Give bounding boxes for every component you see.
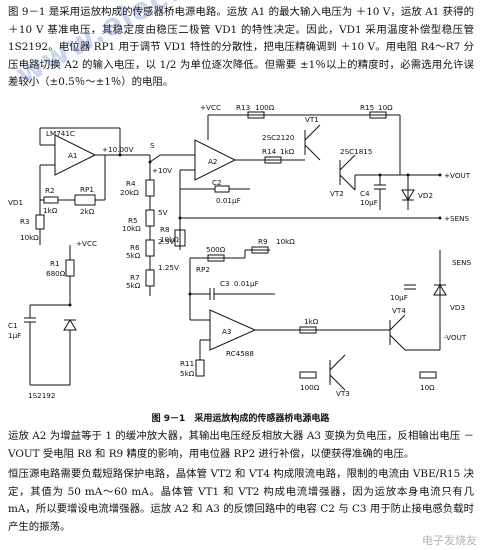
label-r9: R9 xyxy=(258,237,268,246)
label-r13-value: 100Ω xyxy=(255,103,275,112)
label-vcc2: +VCC xyxy=(200,103,221,112)
label-r3: R3 xyxy=(20,217,30,226)
label-r8: R8 xyxy=(160,225,170,234)
label-r7: R7 xyxy=(130,273,140,282)
label-10v-out: +10.00V xyxy=(102,145,134,154)
label-r13: R13 xyxy=(236,103,250,112)
figure-caption: 图 9－1 采用运放构成的传感器桥电源电路 xyxy=(151,414,330,424)
label-2sc1815: 2SC1815 xyxy=(340,147,372,156)
label-vt4: VT4 xyxy=(392,306,406,315)
label-r6-value: 5kΩ xyxy=(126,251,141,260)
label-2-5v: 2.5V xyxy=(158,237,174,246)
label-r8-value: 10kΩ xyxy=(160,235,179,244)
label-r15: R15 xyxy=(360,103,374,112)
paragraph-a2: 运放 A2 为增益等于 1 的缓冲放大器，其输出电压经反相放大器 A3 变换为负… xyxy=(8,428,474,463)
label-c3-value: 0.01μF xyxy=(234,279,259,288)
label-vout-neg: -VOUT xyxy=(444,333,467,342)
circuit-diagram: LM741C A1 +10.00V S +10V R4 20kΩ 5V R5 1… xyxy=(8,103,471,400)
label-r4: R4 xyxy=(126,179,136,188)
label-rp2-value: 500Ω xyxy=(206,245,226,254)
label-switch: S xyxy=(150,141,155,150)
label-rp1-value: 2kΩ xyxy=(80,207,95,216)
paragraph-protection-text: 恒压源电路需要负载短路保护电路，晶体管 VT2 和 VT4 构成限流电路，限制的… xyxy=(8,468,474,533)
label-vcc1: +VCC xyxy=(76,239,97,248)
label-rp1: RP1 xyxy=(80,185,94,194)
label-r14-value: 1kΩ xyxy=(280,147,295,156)
label-2sc2120: 2SC2120 xyxy=(262,133,295,142)
label-a1: A1 xyxy=(68,151,78,160)
label-c3: C3 xyxy=(220,279,230,288)
label-r15-value: 10Ω xyxy=(378,103,393,112)
label-r2-value: 1kΩ xyxy=(43,206,58,215)
label-r14: R14 xyxy=(262,147,277,156)
label-r12-100: 100Ω xyxy=(300,383,320,392)
label-r1: R1 xyxy=(50,259,60,268)
label-c2-value: 0.01μF xyxy=(216,196,241,205)
label-r5: R5 xyxy=(128,216,138,225)
label-r2: R2 xyxy=(45,186,55,195)
label-r1-value: 680Ω xyxy=(46,269,66,278)
label-c2: C2 xyxy=(212,178,222,187)
label-vd1: VD1 xyxy=(8,198,23,207)
label-r12-value: 10Ω xyxy=(420,383,435,392)
paragraph-protection: 恒压源电路需要负载短路保护电路，晶体管 VT2 和 VT4 构成限流电路，限制的… xyxy=(8,466,474,536)
label-vout: +VOUT xyxy=(444,171,471,180)
site-logo: 电子发烧友 xyxy=(422,534,477,547)
label-r3-value: 10kΩ xyxy=(20,233,39,242)
label-vd2: VD2 xyxy=(418,191,433,200)
label-1-25v: 1.25V xyxy=(158,263,179,272)
label-10v: +10V xyxy=(152,166,172,175)
label-r4-value: 20kΩ xyxy=(120,188,139,197)
label-c10uf: 10μF xyxy=(390,293,408,302)
label-vt1: VT1 xyxy=(305,115,319,124)
intro-text: 图 9－1 是采用运放构成的传感器桥电源电路。运放 A1 的最大输入电压为 ＋1… xyxy=(8,6,474,88)
label-r11-value: 5kΩ xyxy=(180,369,195,378)
label-c4-value: 10μF xyxy=(360,198,378,207)
label-c4: C4 xyxy=(360,189,370,198)
paragraph-a2-text: 运放 A2 为增益等于 1 的缓冲放大器，其输出电压经反相放大器 A3 变换为负… xyxy=(8,430,474,460)
label-vd3: VD3 xyxy=(450,303,465,312)
label-a2: A2 xyxy=(208,157,218,166)
label-rc4588: RC4588 xyxy=(226,349,254,358)
label-r9-value: 10kΩ xyxy=(276,237,295,246)
label-r6: R6 xyxy=(130,243,140,252)
label-vt2: VT2 xyxy=(330,189,344,198)
label-5v: 5V xyxy=(158,208,168,217)
label-a3: A3 xyxy=(222,327,232,336)
label-r10-value: 1kΩ xyxy=(304,317,319,326)
label-r5-value: 10kΩ xyxy=(122,224,141,233)
label-rp2: RP2 xyxy=(196,265,210,274)
label-r11: R11 xyxy=(180,359,194,368)
label-c1: C1 xyxy=(8,321,18,330)
label-lm741c: LM741C xyxy=(46,129,75,138)
intro-paragraph: 图 9－1 是采用运放构成的传感器桥电源电路。运放 A1 的最大输入电压为 ＋1… xyxy=(8,4,474,92)
label-c1-value: 1μF xyxy=(8,331,21,340)
label-r7-value: 5kΩ xyxy=(126,281,141,290)
label-1s2192: 1S2192 xyxy=(28,391,55,400)
label-sens: +SENS xyxy=(444,214,470,223)
label-sens2: SENS xyxy=(452,258,471,267)
label-vt3: VT3 xyxy=(336,389,350,398)
